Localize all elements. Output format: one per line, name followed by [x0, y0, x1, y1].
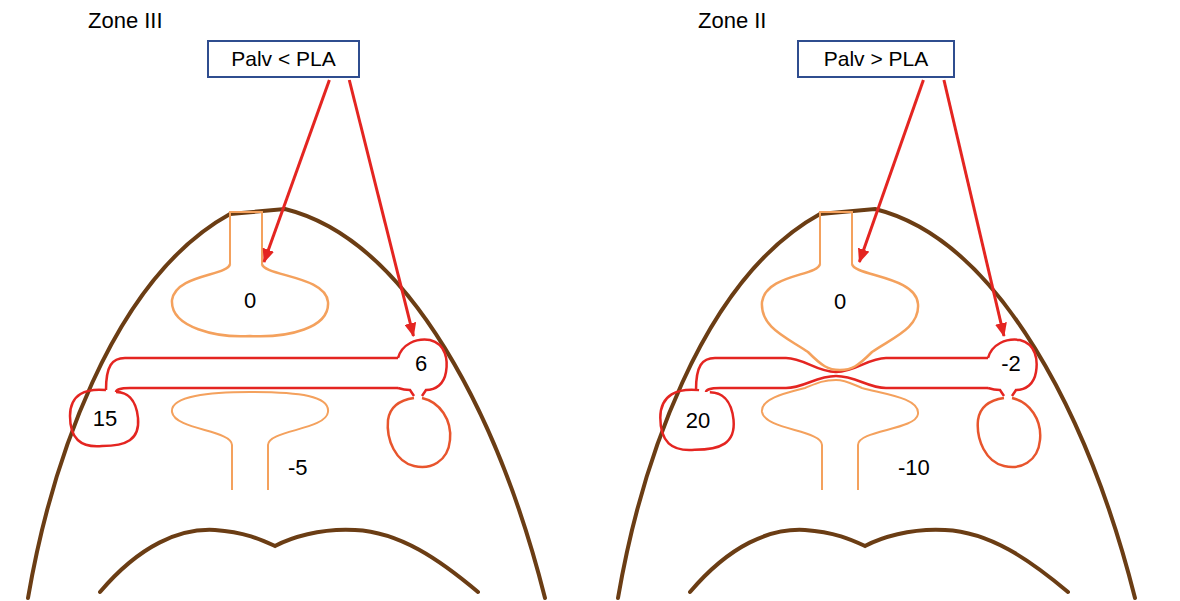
chest-outline: [28, 209, 1135, 598]
pointer-arrow: [944, 80, 1004, 336]
pressure-value: -2: [1001, 351, 1021, 376]
airway: [172, 212, 918, 490]
pressure-relation: Palv < PLA: [231, 47, 335, 71]
pointer-arrow: [264, 80, 329, 262]
left-ventricle: [388, 398, 1040, 467]
pressure-value: 20: [686, 408, 710, 433]
alveolus-outline: [758, 262, 922, 372]
pulmonary-vessel: [106, 358, 988, 392]
pressure-value: -5: [288, 455, 308, 480]
pointer-arrow: [349, 80, 413, 336]
pressure-value: 15: [93, 406, 117, 431]
pressure-box: Palv > PLA: [797, 40, 955, 78]
right-ventricle: 20: [656, 388, 740, 454]
alveolus: 0: [168, 262, 332, 340]
pressure-value: 6: [415, 351, 427, 376]
pressure-value: 0: [834, 289, 846, 314]
left-atrium: 6: [392, 336, 450, 396]
zone-title: Zone II: [698, 8, 766, 33]
pressure-relation: Palv > PLA: [824, 47, 928, 71]
pressure-value: 0: [244, 288, 256, 313]
pressure-value: -10: [898, 455, 930, 480]
pointer-arrow: [859, 80, 923, 262]
zone-title: Zone III: [88, 8, 163, 33]
alveolus: 0: [758, 262, 922, 372]
left-atrium: -2: [982, 336, 1040, 396]
right-ventricle: 15: [66, 388, 144, 450]
pressure-box: Palv < PLA: [207, 40, 360, 78]
